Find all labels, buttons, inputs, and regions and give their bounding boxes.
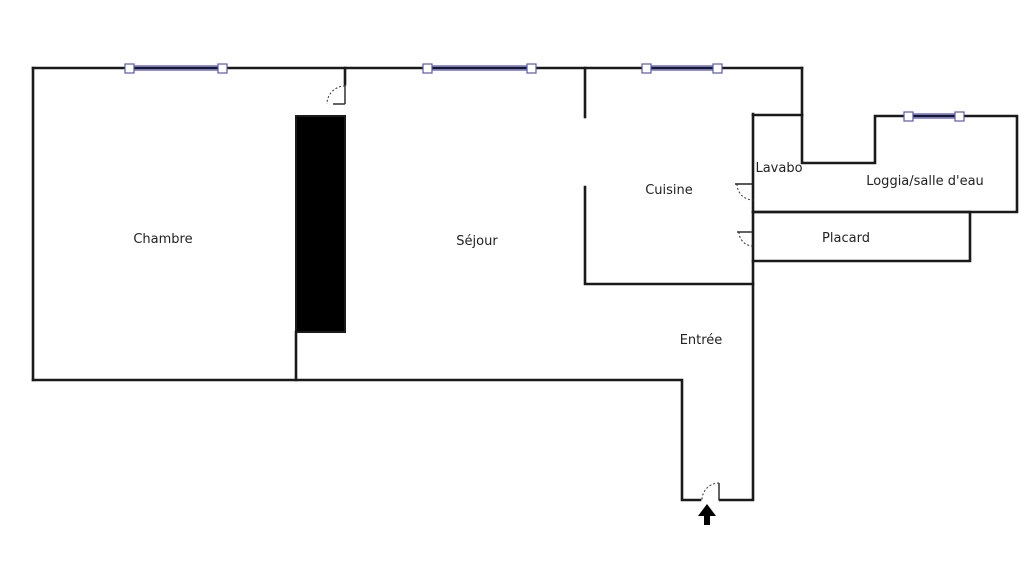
- doors: [326, 84, 754, 501]
- window-chambre: [124, 63, 228, 74]
- wall-sejour-cuisine-bottom: [583, 185, 755, 286]
- wall-placard: [751, 210, 972, 263]
- wall-entry-bottom-right: [718, 112, 755, 502]
- label-chambre: Chambre: [133, 232, 192, 247]
- door-chambre: [326, 84, 346, 105]
- door-lavabo: [735, 183, 754, 201]
- window-loggia: [903, 111, 965, 122]
- label-lavabo: Lavabo: [755, 161, 802, 176]
- window-sejour: [422, 63, 537, 74]
- label-placard: Placard: [822, 231, 870, 246]
- windows: [124, 63, 965, 122]
- label-entree: Entrée: [680, 333, 723, 348]
- entrance-arrow-icon: [698, 504, 716, 525]
- closet-block: [295, 115, 346, 333]
- window-cuisine: [641, 63, 723, 74]
- label-cuisine: Cuisine: [645, 183, 693, 198]
- walls: [31, 66, 1019, 502]
- label-sejour: Séjour: [456, 234, 498, 249]
- wall-loggia: [751, 113, 1019, 214]
- label-loggia: Loggia/salle d'eau: [866, 174, 984, 189]
- door-placard: [737, 231, 754, 247]
- wall-bottom-main: [31, 378, 702, 502]
- door-entree: [701, 482, 720, 501]
